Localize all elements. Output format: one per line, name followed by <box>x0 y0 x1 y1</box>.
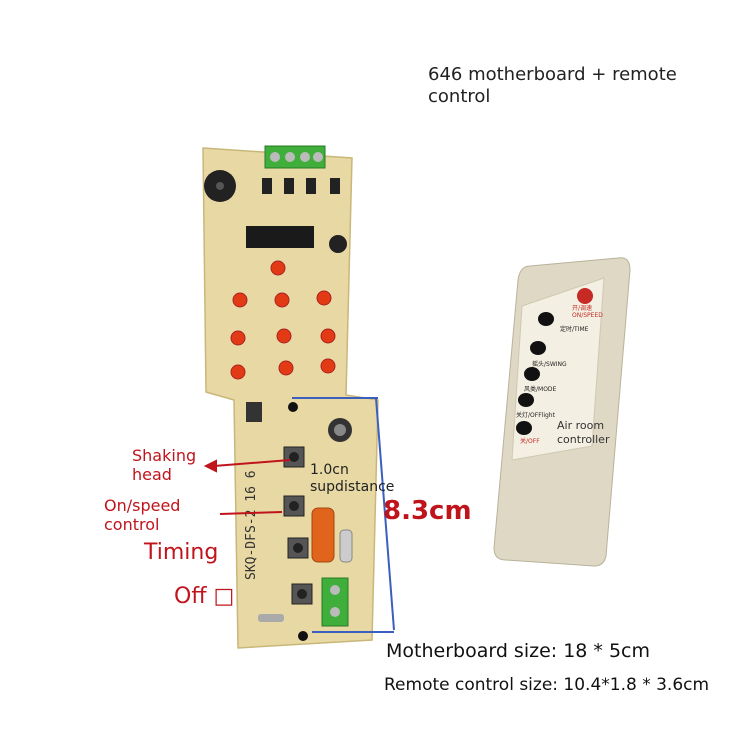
pcb-board: SKQ-DFS-2 16 6 <box>202 145 379 649</box>
remote-power-button <box>577 288 593 304</box>
remote-control <box>493 257 631 567</box>
measure-bracket <box>292 397 395 633</box>
label-timing: Timing <box>144 540 219 565</box>
label-on-speed: On/speed control <box>104 496 181 534</box>
motherboard-size: Motherboard size: 18 * 5cm <box>386 640 650 662</box>
remote-btn-label-5: 关/OFF <box>520 438 540 445</box>
remote-btn-label-2: 摇头/SWING <box>532 361 567 368</box>
film-capacitor <box>311 507 335 563</box>
label-off: Off □ <box>174 584 235 609</box>
remote-btn-label-3: 风类/MODE <box>524 386 557 393</box>
board-silkscreen: SKQ-DFS-2 16 6 <box>244 470 259 580</box>
remote-size: Remote control size: 10.4*1.8 * 3.6cm <box>384 675 710 695</box>
ic-chip <box>246 226 314 248</box>
remote-btn-label-0: 开/调速 ON/SPEED <box>572 305 603 319</box>
height-measure: 8.3cm <box>383 496 472 526</box>
remote-btn-label-1: 定时/TIME <box>560 326 589 333</box>
tact-switches <box>283 446 313 605</box>
led-grid <box>230 260 336 380</box>
distance-note: 1.0cn supdistance <box>310 462 395 495</box>
callout-arrows <box>203 459 291 515</box>
page-title: 646 motherboard + remote control <box>428 64 677 107</box>
remote-btn-label-4: 关灯/OFFlight <box>516 412 555 419</box>
label-shaking-head: Shaking head <box>132 446 197 484</box>
remote-label: Air room controller <box>557 419 610 446</box>
